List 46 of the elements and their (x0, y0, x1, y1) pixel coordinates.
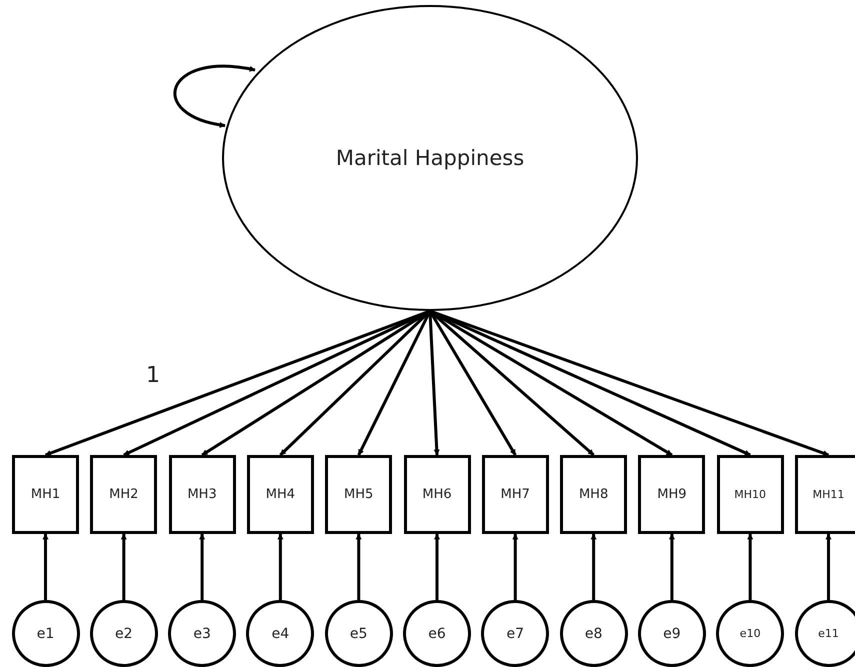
arrow (434, 533, 440, 600)
observed-variable-box (168, 455, 236, 534)
observed-variable-box (12, 455, 79, 534)
node-label: MH4 (266, 487, 296, 502)
node-label: e5 (350, 626, 368, 642)
node-label: e1 (36, 626, 54, 642)
node-label: MH8 (578, 487, 608, 502)
node-label: Marital Happiness (336, 146, 524, 170)
arrow (668, 533, 675, 600)
arrow (120, 533, 127, 600)
observed-variable-box (482, 455, 549, 534)
node-label: MH2 (109, 487, 138, 502)
node-label: MH9 (657, 487, 687, 502)
node-label: e9 (663, 626, 681, 642)
arrow (512, 533, 518, 600)
arrow (42, 533, 48, 600)
node-label: e7 (506, 626, 524, 642)
observed-variable-box (638, 455, 706, 534)
node-label: MH11 (812, 488, 844, 501)
node-label: MH5 (344, 487, 374, 502)
node-label: MH10 (734, 488, 766, 501)
arrow (747, 533, 754, 600)
observed-variable-box (716, 455, 784, 534)
observed-variable-box (325, 455, 392, 534)
variance-arrow (174, 65, 256, 128)
observed-variable-box (795, 455, 855, 534)
node-label: MH1 (30, 487, 60, 502)
arrow (826, 533, 832, 600)
node-label: e10 (740, 627, 761, 640)
observed-variable-box (246, 455, 314, 534)
node-label: e3 (193, 626, 211, 642)
arrow (590, 533, 597, 600)
node-label: MH6 (422, 487, 452, 502)
arrow (356, 533, 362, 600)
node-label: e4 (272, 626, 290, 642)
arrow (199, 533, 206, 600)
node-label: e6 (428, 626, 446, 642)
node-label: MH7 (500, 487, 530, 502)
node-label: e11 (818, 627, 839, 640)
node-label: MH3 (187, 487, 217, 502)
observed-variable-box (560, 455, 628, 534)
observed-variable-box (90, 455, 158, 534)
arrow (277, 533, 284, 600)
node-label: e2 (115, 626, 133, 642)
observed-variable-box (404, 455, 470, 534)
node-label: e8 (584, 626, 602, 642)
